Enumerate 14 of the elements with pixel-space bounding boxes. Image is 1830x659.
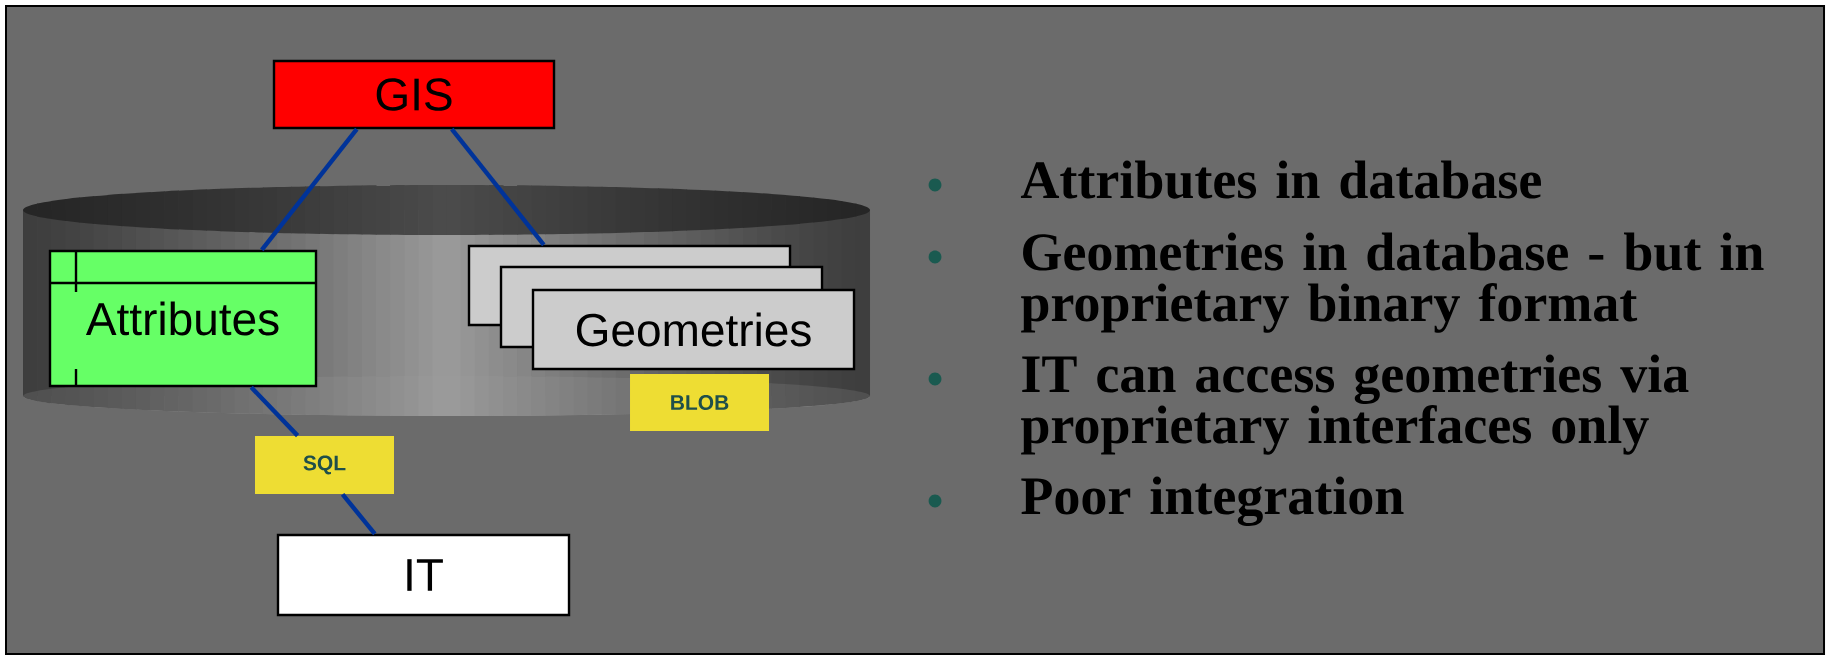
bullet-text: IT can access geometries via proprietary interfaces only xyxy=(1021,354,1689,455)
bullet-text: Geometries in database - but in proprietary binary format xyxy=(1021,232,1764,333)
connector-line xyxy=(260,127,359,252)
table-box: Attributes xyxy=(48,249,318,388)
bullet-text: Poor integration xyxy=(1021,476,1404,526)
tag-box: BLOB xyxy=(630,374,769,431)
tag-box: SQL xyxy=(255,436,394,494)
connector-line xyxy=(450,127,546,247)
connector-line xyxy=(249,385,300,438)
application-box: GIS xyxy=(272,59,556,130)
connector-line xyxy=(340,493,377,536)
bullet-text: Attributes in database xyxy=(1020,160,1541,199)
stacked-record-boxes: Geometries xyxy=(467,244,856,371)
application-box: IT xyxy=(276,533,571,617)
